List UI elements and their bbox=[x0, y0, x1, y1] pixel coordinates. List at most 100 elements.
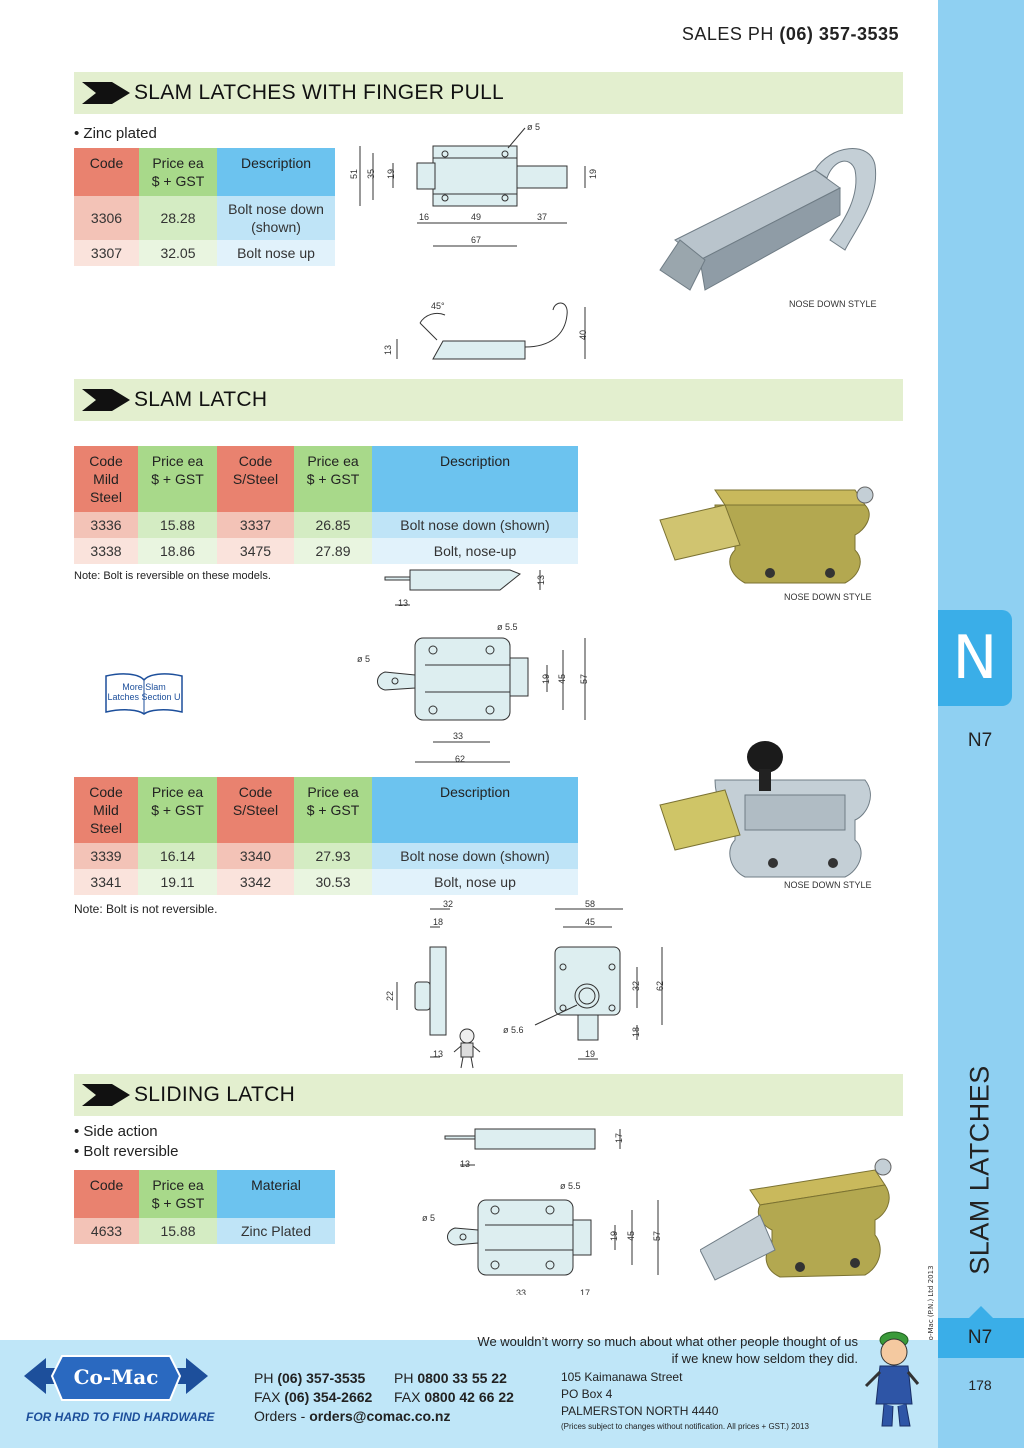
dimension-label: ø 5.6 bbox=[503, 1025, 524, 1035]
dimension-label: 13 bbox=[433, 1049, 443, 1059]
dimension-label: 13 bbox=[460, 1159, 470, 1169]
feature-list: • Side action • Bolt reversible bbox=[74, 1122, 178, 1162]
cell-price: 19.11 bbox=[138, 869, 217, 895]
col-header-code-ss: Code S/Steel bbox=[217, 446, 294, 512]
section-title: SLAM LATCHES WITH FINGER PULL bbox=[134, 81, 505, 104]
dimension-label: ø 5.5 bbox=[560, 1181, 581, 1191]
col-header-price: Price ea $ + GST bbox=[139, 148, 217, 196]
feature-item: • Bolt reversible bbox=[74, 1143, 179, 1160]
cell-material: Zinc Plated bbox=[217, 1218, 335, 1244]
price-table-finger-pull: Code Price ea $ + GST Description 3306 2… bbox=[74, 148, 335, 266]
phone-line: PH (06) 357-3535 bbox=[254, 1370, 366, 1386]
feature-item: • Zinc plated bbox=[74, 125, 157, 142]
dimension-label: 18 bbox=[631, 1027, 641, 1037]
dimension-drawing-side: 45° 13 40 bbox=[383, 301, 588, 360]
dimension-label: ø 5 bbox=[357, 654, 370, 664]
col-header-code-mild: Code Mild Steel bbox=[74, 777, 138, 843]
cell-description: Bolt, nose up bbox=[372, 869, 578, 895]
product-photo-slam-latch bbox=[659, 486, 874, 584]
dimension-label: ø 5 bbox=[422, 1213, 435, 1223]
cell-code: 3337 bbox=[217, 512, 294, 538]
page-code-tab bbox=[938, 1306, 1024, 1358]
orders-line: Orders - orders@comac.co.nz bbox=[254, 1408, 451, 1424]
cell-code: 3340 bbox=[217, 843, 294, 869]
table-row: 4633 15.88 Zinc Plated bbox=[74, 1218, 335, 1244]
section-name: SLAM LATCHES bbox=[964, 1065, 995, 1275]
dimension-label: 45 bbox=[626, 1231, 636, 1241]
product-photo-finger-pull bbox=[659, 148, 877, 291]
product-photo-knob-latch bbox=[659, 741, 871, 878]
arrow-icon bbox=[82, 82, 130, 104]
cell-code: 3306 bbox=[74, 196, 139, 240]
dimension-label: 32 bbox=[443, 899, 453, 909]
dimension-label: 62 bbox=[655, 981, 665, 991]
section-header-sliding-latch: SLIDING LATCH bbox=[74, 1074, 903, 1116]
price-table-slam-latch-1: Code Mild Steel Price ea $ + GST Code S/… bbox=[74, 446, 578, 564]
book-icon[interactable] bbox=[104, 672, 184, 716]
dimension-label: 33 bbox=[453, 731, 463, 741]
photo-caption: NOSE DOWN STYLE bbox=[789, 299, 877, 309]
mascot-icon bbox=[864, 1331, 920, 1427]
cell-description: Bolt nose down (shown) bbox=[372, 843, 578, 869]
cell-code: 3341 bbox=[74, 869, 138, 895]
cell-description: Bolt nose down (shown) bbox=[217, 196, 335, 240]
dimension-label: 19 bbox=[585, 1049, 595, 1059]
table-row: 3338 18.86 3475 27.89 Bolt, nose-up bbox=[74, 538, 578, 564]
section-tab[interactable]: N bbox=[938, 610, 1012, 706]
dimension-label: 17 bbox=[614, 1133, 624, 1143]
col-header-price: Price ea $ + GST bbox=[139, 1170, 217, 1218]
col-header-code-ss: Code S/Steel bbox=[217, 777, 294, 843]
col-header-code: Code bbox=[74, 1170, 139, 1218]
table-row: 3306 28.28 Bolt nose down (shown) bbox=[74, 196, 335, 240]
cell-code: 3307 bbox=[74, 240, 139, 266]
address-line: 105 Kaimanawa Street bbox=[561, 1370, 683, 1384]
photo-caption: NOSE DOWN STYLE bbox=[784, 592, 872, 602]
photo-caption: NOSE DOWN STYLE bbox=[784, 880, 872, 890]
section-title: SLAM LATCH bbox=[134, 388, 268, 411]
dimension-label: 13 bbox=[383, 345, 393, 355]
table-row: 3341 19.11 3342 30.53 Bolt, nose up bbox=[74, 869, 578, 895]
col-header-code-mild: Code Mild Steel bbox=[74, 446, 138, 512]
cell-code: 3475 bbox=[217, 538, 294, 564]
orders-email-link[interactable]: orders@comac.co.nz bbox=[309, 1408, 451, 1424]
cell-description: Bolt, nose-up bbox=[372, 538, 578, 564]
dimension-drawing-latch: ø 5.5 ø 5 19 45 57 33 62 bbox=[357, 622, 589, 764]
dimension-label: 62 bbox=[455, 754, 465, 764]
cell-price: 30.53 bbox=[294, 869, 372, 895]
section-header-finger-pull: SLAM LATCHES WITH FINGER PULL bbox=[74, 72, 903, 114]
cell-price: 32.05 bbox=[139, 240, 217, 266]
cell-code: 3338 bbox=[74, 538, 138, 564]
phone-line: PH 0800 33 55 22 bbox=[394, 1370, 507, 1386]
cell-price: 27.93 bbox=[294, 843, 372, 869]
cell-code: 3336 bbox=[74, 512, 138, 538]
book-link-text[interactable]: More Slam Latches Section U bbox=[107, 682, 181, 702]
dimension-label: 19 bbox=[609, 1231, 619, 1241]
section-header-slam-latch: SLAM LATCH bbox=[74, 379, 903, 421]
cell-description: Bolt nose up bbox=[217, 240, 335, 266]
sidebar-strip bbox=[938, 0, 1024, 1448]
dimension-drawing-top: 51 35 19 19 ø 5 16 49 37 67 bbox=[349, 122, 598, 247]
table-row: 3336 15.88 3337 26.85 Bolt nose down (sh… bbox=[74, 512, 578, 538]
dimension-label: 58 bbox=[585, 899, 595, 909]
cell-price: 15.88 bbox=[139, 1218, 217, 1244]
cell-price: 27.89 bbox=[294, 538, 372, 564]
contact-primary: PH (06) 357-3535 FAX (06) 354-2662 Order… bbox=[254, 1369, 451, 1426]
dimension-label: 57 bbox=[579, 674, 589, 684]
page-code-bottom: N7 bbox=[967, 1327, 993, 1348]
dimension-label: 19 bbox=[541, 674, 551, 684]
cell-code: 4633 bbox=[74, 1218, 139, 1244]
dimension-label: 16 bbox=[419, 212, 429, 222]
arrow-icon bbox=[82, 389, 130, 411]
note-not-reversible: Note: Bolt is not reversible. bbox=[74, 902, 218, 916]
dimension-label: 40 bbox=[578, 330, 588, 340]
dimension-label: 51 bbox=[349, 169, 359, 179]
dimension-label: 45° bbox=[431, 301, 445, 311]
dimension-label: 37 bbox=[537, 212, 547, 222]
address-line: PO Box 4 bbox=[561, 1387, 613, 1401]
dimension-label: 13 bbox=[398, 598, 408, 608]
col-header-price: Price ea $ + GST bbox=[138, 777, 217, 843]
contact-freephone: PH 0800 33 55 22 FAX 0800 42 66 22 bbox=[394, 1369, 514, 1407]
dimension-label: 19 bbox=[386, 169, 396, 179]
dimension-label: 57 bbox=[652, 1231, 662, 1241]
cell-price: 16.14 bbox=[138, 843, 217, 869]
